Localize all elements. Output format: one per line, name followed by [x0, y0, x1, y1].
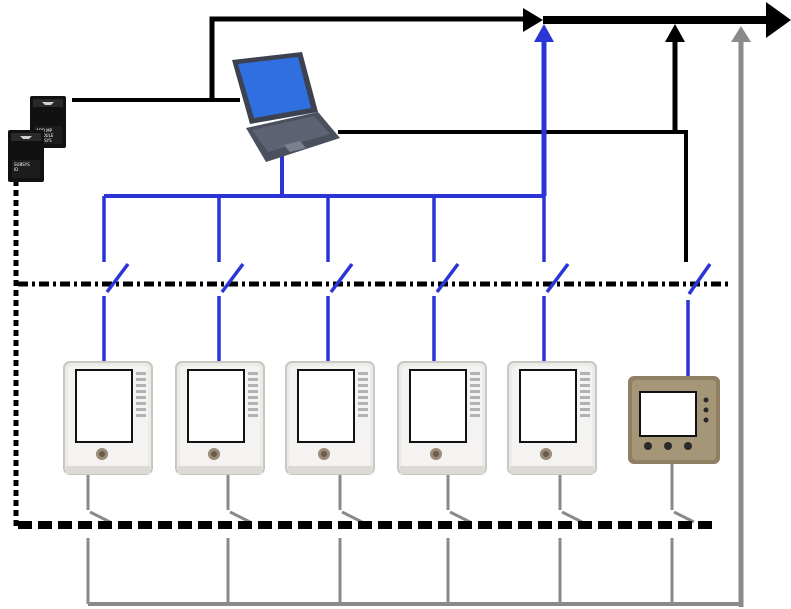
- server-cabinet-icon: [63, 361, 153, 475]
- gray-bus: [86, 26, 751, 607]
- module-text-line: MODULE: [36, 133, 54, 138]
- switch-rows: [13, 160, 730, 529]
- hardware-module-icon: SUBSYS ID: [8, 130, 44, 182]
- module-text-line: SUBSYS: [36, 138, 52, 143]
- module-text-line: ID: [14, 167, 18, 172]
- hardware-module-icon: ADD MP MODULE SUBSYS: [30, 96, 66, 148]
- server-cabinet-icon: [397, 361, 487, 475]
- server-cabinet-icon: [507, 361, 597, 475]
- laptop-icon: [232, 52, 340, 162]
- hardware-modules: ADD MP MODULE SUBSYS SUBSYS ID: [8, 96, 66, 182]
- server-cabinet-icon: [175, 361, 265, 475]
- server-cabinets: [63, 361, 597, 475]
- blue-bus: [102, 24, 712, 392]
- server-cabinet-icon: [285, 361, 375, 475]
- control-panel-icon: [628, 376, 720, 464]
- black-bus: [72, 2, 791, 262]
- module-text-line: ADD MP: [36, 128, 53, 133]
- main-arrow-head: [766, 2, 791, 38]
- module-text-line: SUBSYS: [14, 162, 30, 167]
